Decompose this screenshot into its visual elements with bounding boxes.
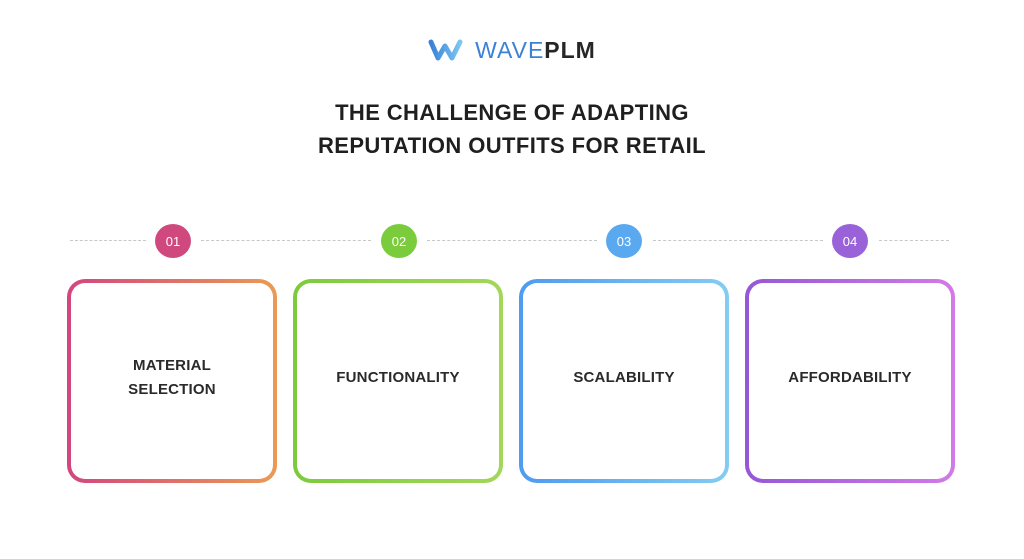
- logo: WAVEPLM: [0, 36, 1024, 64]
- timeline-segment: [70, 240, 146, 241]
- step-label-1: MATERIAL SELECTION: [128, 357, 216, 398]
- title-line-1: THE CHALLENGE OF ADAPTING: [335, 100, 689, 125]
- step-label-3: SCALABILITY: [573, 369, 675, 386]
- brand-plm: PLM: [544, 36, 596, 63]
- wave-w-icon: [428, 39, 463, 61]
- timeline-segment: [653, 240, 823, 241]
- timeline-segment: [427, 240, 597, 241]
- timeline-segment: [879, 240, 949, 241]
- timeline-segment: [201, 240, 371, 241]
- brand-name: WAVEPLM: [475, 37, 596, 64]
- step-card-1: MATERIAL SELECTION: [67, 279, 277, 483]
- step-badge-1: 01: [155, 224, 191, 258]
- step-badge-3: 03: [606, 224, 642, 258]
- step-badge-4: 04: [832, 224, 868, 258]
- step-label-2: FUNCTIONALITY: [336, 369, 460, 386]
- step-label-4: AFFORDABILITY: [788, 369, 912, 386]
- title-line-2: REPUTATION OUTFITS FOR RETAIL: [317, 133, 707, 158]
- step-card-2: FUNCTIONALITY: [293, 279, 503, 483]
- page-title: THE CHALLENGE OF ADAPTING REPUTATION OUT…: [0, 96, 1024, 162]
- step-card-4: AFFORDABILITY: [745, 279, 955, 483]
- brand-wave: WAVE: [475, 36, 545, 63]
- step-badge-2: 02: [381, 224, 417, 258]
- step-card-3: SCALABILITY: [519, 279, 729, 483]
